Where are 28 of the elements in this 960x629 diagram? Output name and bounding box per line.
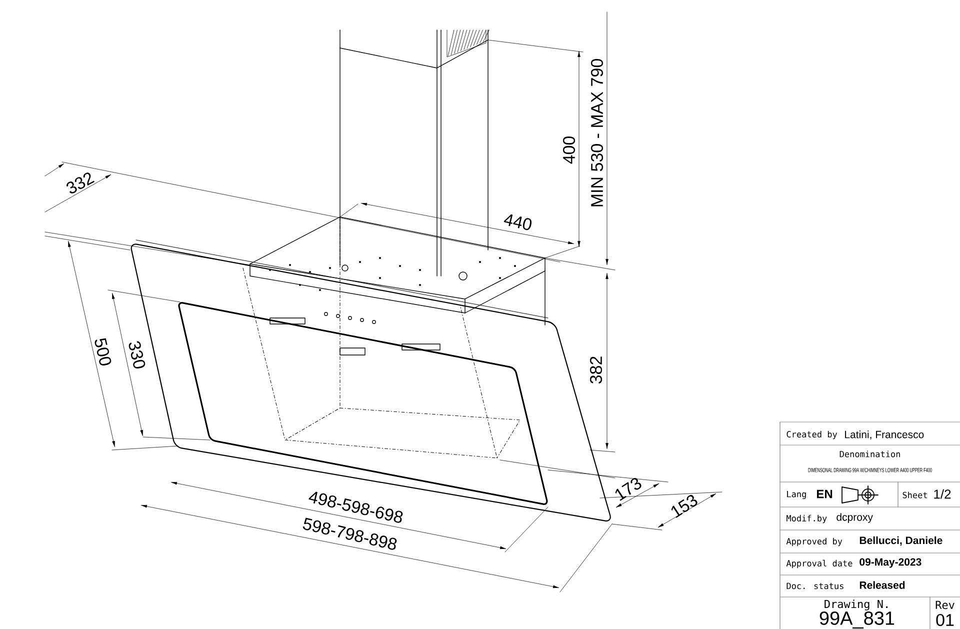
- field-label: Sheet: [902, 492, 927, 498]
- field-value: EN: [817, 490, 832, 498]
- field-label: Modif.by: [786, 514, 827, 524]
- field-label: Rev: [936, 600, 954, 610]
- dimension-label: 332: [66, 172, 94, 194]
- dimension-label: 500: [94, 338, 112, 366]
- field-value: 01: [936, 614, 954, 626]
- field-label: Approval date: [786, 560, 852, 568]
- field-value: Bellucci, Daniele: [860, 536, 942, 546]
- dimension-label: MIN 530 - MAX 790: [591, 59, 604, 206]
- field-label: Created by: [786, 430, 838, 440]
- field-label: Lang: [787, 491, 806, 499]
- field-label: Denomination: [840, 450, 900, 458]
- dimension-label: 382: [590, 356, 602, 384]
- dimension-label: 400: [563, 136, 576, 164]
- field-value: dcproxy: [836, 513, 873, 523]
- field-label: Approved by: [786, 538, 842, 546]
- field-value: Latini, Francesco: [845, 430, 924, 440]
- field-value: Released: [860, 581, 905, 589]
- dimension-label: 173: [615, 478, 642, 501]
- field-value: 1/2: [934, 489, 951, 499]
- field-value: 99A_831: [820, 611, 894, 629]
- dimension-label: 440: [504, 214, 532, 230]
- dimension-label: 153: [671, 495, 698, 518]
- field-label: Drawing N.: [824, 600, 888, 610]
- dimension-label: 330: [128, 341, 146, 368]
- field-label: Doc. status: [786, 582, 844, 590]
- field-value: 09-May-2023: [860, 558, 922, 568]
